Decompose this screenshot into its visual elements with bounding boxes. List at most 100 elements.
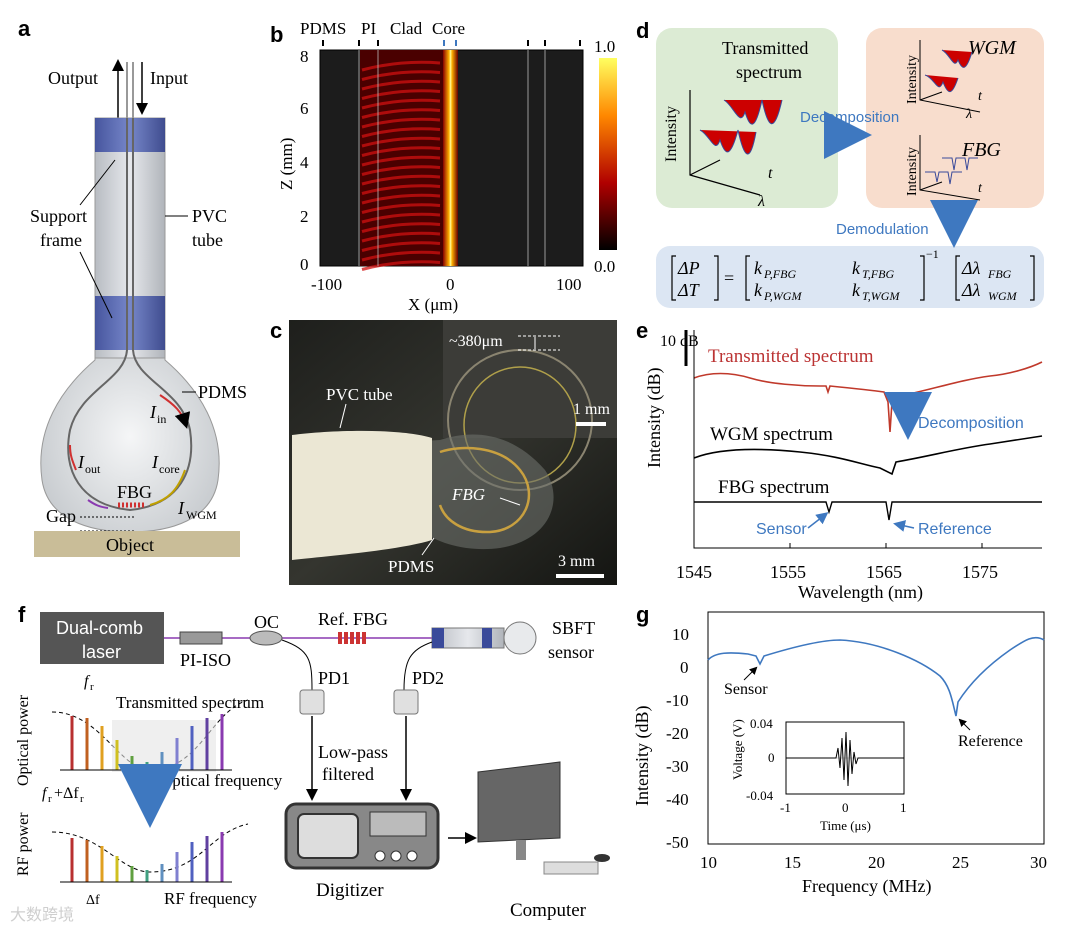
g-ytick-m20: -20 bbox=[666, 724, 689, 743]
laser-box bbox=[40, 612, 164, 664]
iin-label: I bbox=[149, 402, 157, 422]
iout-label: I bbox=[77, 452, 85, 472]
input-label: Input bbox=[150, 68, 188, 88]
g-inset-xlabel: Time (μs) bbox=[820, 818, 871, 833]
b-clad: Clad bbox=[390, 19, 423, 38]
field-fringe bbox=[361, 250, 441, 262]
panel-g-label: g bbox=[636, 602, 649, 627]
c-scale-1mm: 1 mm bbox=[573, 401, 610, 418]
panel-d-label: d bbox=[636, 18, 649, 43]
field-fringe bbox=[361, 203, 441, 214]
f-fr-sub: r bbox=[90, 681, 94, 693]
eq-k3: k bbox=[754, 280, 763, 300]
e-reference: Reference bbox=[918, 521, 992, 538]
d-wgm: WGM bbox=[968, 37, 1017, 59]
f-frdf-sub: r bbox=[48, 793, 52, 805]
eq-k1s: P,FBG bbox=[763, 267, 796, 281]
g-xtick-25: 25 bbox=[952, 853, 969, 872]
panel-e: 10 dB Transmitted spectrum WGM spectrum … bbox=[644, 330, 1043, 603]
fbg-label-a: FBG bbox=[117, 482, 152, 502]
f-frdf: f bbox=[42, 785, 49, 802]
g-reference: Reference bbox=[958, 733, 1023, 750]
d-transmitted-1: Transmitted bbox=[722, 38, 808, 58]
d-equation: ΔP ΔT = k P,FBG k T,FBG k P,WGM k T,WGM … bbox=[671, 247, 1035, 303]
field-fringe bbox=[361, 60, 441, 72]
g-ytick-0: 0 bbox=[680, 658, 689, 677]
e-fbg-curve bbox=[694, 501, 1042, 521]
e-ylabel: Intensity (dB) bbox=[644, 368, 665, 469]
f-sbft-2: sensor bbox=[548, 642, 594, 662]
panel-d: Transmitted spectrum Intensity λ t Decom… bbox=[656, 28, 1044, 308]
iwgm-sub: WGM bbox=[186, 508, 217, 522]
field-fringe bbox=[361, 108, 441, 119]
field-fringe bbox=[361, 260, 441, 271]
output-label: Output bbox=[48, 68, 98, 88]
field-fringe bbox=[361, 98, 441, 110]
g-sensor: Sensor bbox=[724, 681, 768, 698]
d-intensity-2: Intensity bbox=[905, 55, 920, 104]
iin-sub: in bbox=[157, 412, 166, 426]
field-fringe bbox=[361, 193, 441, 205]
b-pdms: PDMS bbox=[300, 19, 346, 38]
c-pdms-label: PDMS bbox=[388, 557, 434, 576]
e-sensor: Sensor bbox=[756, 521, 807, 538]
iout-sub: out bbox=[85, 462, 101, 476]
field-fringe bbox=[361, 184, 441, 195]
field-fringe bbox=[361, 222, 441, 233]
support-label: Support bbox=[30, 206, 87, 226]
svg-text:=: = bbox=[724, 268, 734, 288]
f-rffreq: RF frequency bbox=[164, 889, 258, 908]
icore-label: I bbox=[151, 452, 159, 472]
tube-label: tube bbox=[192, 230, 223, 250]
field-fringe bbox=[361, 231, 441, 243]
e-scale: 10 dB bbox=[660, 333, 699, 350]
eq-dl1: Δλ bbox=[961, 258, 981, 278]
c-pvc-label: PVC tube bbox=[326, 385, 393, 404]
g-inset-xtick-0: 0 bbox=[842, 800, 849, 815]
d-fbg: FBG bbox=[961, 139, 1001, 161]
d-t-3: t bbox=[978, 181, 983, 196]
e-xtick-1575: 1575 bbox=[962, 562, 998, 582]
panel-e-label: e bbox=[636, 318, 648, 343]
g-ytick-m50: -50 bbox=[666, 833, 689, 852]
eq-inv: −1 bbox=[926, 247, 939, 261]
g-inset-ytick-1: 0.04 bbox=[750, 716, 773, 731]
d-lambda-2: λ bbox=[965, 107, 972, 122]
field-fringe bbox=[361, 89, 441, 100]
f-laser-2: laser bbox=[82, 642, 121, 662]
eq-k4: k bbox=[852, 280, 861, 300]
field-fringe bbox=[361, 70, 441, 81]
panel-c: ~380μm 1 mm PVC tube FBG PDMS 3 mm bbox=[289, 320, 617, 585]
eq-k2s: T,FBG bbox=[862, 267, 894, 281]
b-ytick-4: 4 bbox=[300, 153, 309, 172]
b-xtick-0: 0 bbox=[446, 275, 455, 294]
e-wgm-curve bbox=[693, 435, 1043, 476]
iwgm-label: I bbox=[177, 498, 185, 518]
panel-b: PDMS PI Clad Core 0 2 4 6 8 Z (mm) -100 … bbox=[277, 19, 617, 314]
field-fringe bbox=[361, 146, 441, 157]
icore-sub: core bbox=[159, 462, 180, 476]
e-wgm: WGM spectrum bbox=[710, 424, 833, 445]
eq-dl1s: FBG bbox=[987, 267, 1012, 281]
panel-g: 10 0 -10 -20 -30 -40 -50 Intensity (dB) … bbox=[632, 611, 1047, 897]
f-fr: f bbox=[84, 673, 91, 690]
b-core: Core bbox=[432, 19, 465, 38]
eq-dl2s: WGM bbox=[988, 289, 1018, 303]
d-transmitted-2: spectrum bbox=[736, 62, 802, 82]
eq-k2: k bbox=[852, 258, 861, 278]
g-inset-xtick-2: 1 bbox=[900, 800, 907, 815]
pvc-label: PVC bbox=[192, 206, 227, 226]
panel-f: Dual-comb laser PI-ISO OC Ref. FBG SBFT … bbox=[15, 609, 610, 921]
field-fringe bbox=[361, 212, 441, 224]
b-ytick-2: 2 bbox=[300, 207, 309, 226]
b-xtick-100: 100 bbox=[556, 275, 582, 294]
field-fringe bbox=[361, 136, 441, 148]
b-ytick-0: 0 bbox=[300, 255, 309, 274]
g-inset-ytick-2: -0.04 bbox=[746, 788, 774, 803]
f-lowpass-2: filtered bbox=[322, 764, 374, 784]
colorbar bbox=[599, 58, 617, 250]
b-ytick-8: 8 bbox=[300, 47, 309, 66]
g-ytick-m40: -40 bbox=[666, 790, 689, 809]
g-ytick-m30: -30 bbox=[666, 757, 689, 776]
b-xtick-m100: -100 bbox=[311, 275, 342, 294]
